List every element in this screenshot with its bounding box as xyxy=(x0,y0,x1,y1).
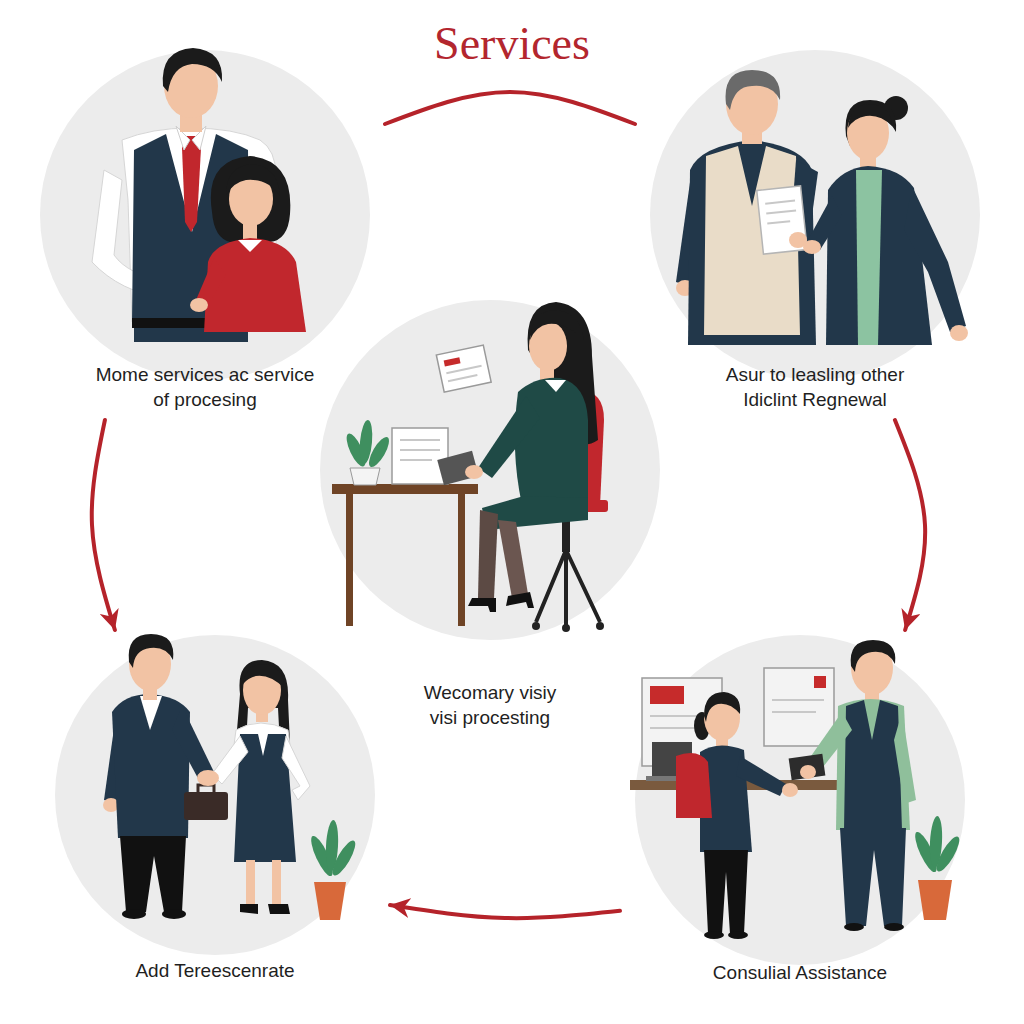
consular-desk-figures xyxy=(918,880,952,920)
handshake-figures xyxy=(122,909,146,919)
service-node: Mome services ac service of procesing xyxy=(25,50,385,420)
handshake-figures xyxy=(129,634,174,668)
desk-worker-figure xyxy=(545,380,566,392)
consular-desk-figures xyxy=(728,931,748,939)
desk-worker-figure xyxy=(446,366,481,373)
desk-worker-figure xyxy=(448,375,477,381)
node-label: Asur to leasling other Idiclint Regnewal xyxy=(715,362,915,412)
desk-worker-figure xyxy=(444,357,461,366)
consular-desk-figures xyxy=(772,699,824,701)
handshake-figures xyxy=(162,909,186,919)
consular-desk-figures xyxy=(630,780,866,790)
colleague-figures xyxy=(765,201,795,204)
handshake-figures xyxy=(243,664,284,688)
consular-desk-figures xyxy=(704,692,740,722)
consular-desk-figures xyxy=(884,923,904,931)
service-circle xyxy=(650,50,980,380)
desk-worker-figure xyxy=(530,310,584,340)
handshake-figures xyxy=(197,770,219,786)
colleague-figures xyxy=(856,170,882,345)
colleague-figures xyxy=(757,186,807,254)
service-node: Consulial Assistance xyxy=(620,630,980,991)
desk-worker-figure xyxy=(400,449,440,451)
service-node: Asur to leasling other Idiclint Regnewal xyxy=(635,50,995,420)
flow-arrow xyxy=(92,420,115,630)
consular-desk-figures xyxy=(772,711,816,713)
desk-worker-figure xyxy=(458,494,465,626)
couple-figures xyxy=(190,298,208,312)
colleague-figures xyxy=(766,210,796,213)
consular-desk-figures xyxy=(844,923,864,931)
desk-worker-figure xyxy=(400,439,440,441)
service-circle xyxy=(320,300,660,640)
consular-desk-figures xyxy=(814,676,826,688)
consular-desk-figures xyxy=(676,753,712,818)
node-label: Wecomary visiy visi procesting xyxy=(415,680,565,730)
consular-desk-figures xyxy=(704,931,724,939)
desk-worker-figure xyxy=(562,624,570,632)
colleague-figures xyxy=(767,221,790,223)
node-circle-outline xyxy=(315,300,665,740)
desk-worker-figure xyxy=(465,465,483,479)
service-circle xyxy=(40,50,370,380)
flow-arrow xyxy=(390,905,620,918)
handshake-figures xyxy=(140,696,162,730)
colleague-figures xyxy=(950,325,968,341)
consular-desk-figures xyxy=(782,783,798,797)
node-circle-outline xyxy=(620,630,980,991)
node-label: Add Tereescenrate xyxy=(65,958,365,983)
handshake-figures xyxy=(184,792,228,820)
colleague-figures xyxy=(803,240,821,254)
consular-desk-figures xyxy=(844,700,902,830)
desk-worker-figure xyxy=(392,428,448,484)
flow-arrow xyxy=(385,92,635,124)
consular-desk-figures xyxy=(851,640,896,672)
consular-desk-figures xyxy=(800,765,816,779)
desk-worker-figure xyxy=(346,494,353,626)
consular-desk-figures xyxy=(650,686,684,704)
desk-worker-figure xyxy=(350,468,380,485)
diagram-title: Services xyxy=(0,16,1024,72)
couple-figures xyxy=(226,164,280,196)
node-circle-outline xyxy=(40,630,390,990)
colleague-figures xyxy=(848,104,892,128)
handshake-figures xyxy=(272,860,281,906)
colleague-figures xyxy=(757,186,807,254)
service-circle xyxy=(55,635,375,955)
couple-figures xyxy=(182,136,201,232)
handshake-figures xyxy=(246,860,255,906)
couple-figures xyxy=(238,240,262,252)
couple-figures xyxy=(211,156,291,242)
service-circle xyxy=(635,635,965,965)
desk-worker-figure xyxy=(532,622,540,630)
flow-arrow xyxy=(895,420,925,630)
service-node: Wecomary visiy visi procesting xyxy=(315,300,665,740)
service-node: Add Tereescenrate xyxy=(40,630,390,990)
desk-worker-figure xyxy=(596,622,604,630)
colleague-figures xyxy=(726,70,781,110)
consular-desk-figures xyxy=(764,668,834,746)
node-label: Consulial Assistance xyxy=(650,960,950,985)
node-label: Mome services ac service of procesing xyxy=(89,362,321,412)
handshake-figures xyxy=(268,904,290,914)
consular-desk-figures xyxy=(789,754,826,781)
desk-worker-figure xyxy=(400,459,432,461)
